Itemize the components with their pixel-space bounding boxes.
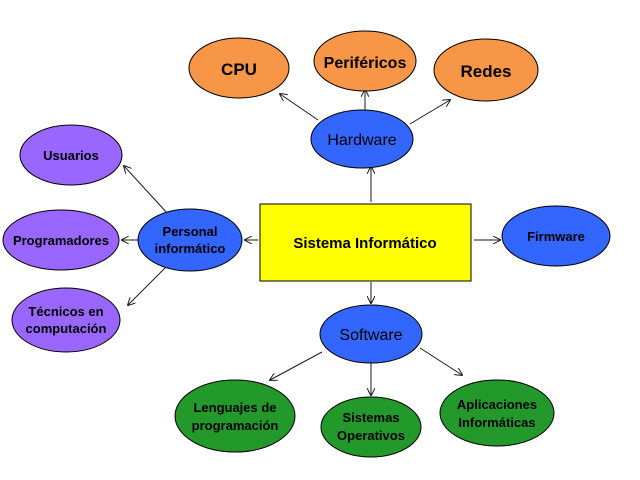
aplicaciones-label-line1: Aplicaciones bbox=[457, 397, 537, 412]
node-lenguajes: Lenguajes de programación bbox=[174, 379, 296, 453]
hardware-label: Hardware bbox=[327, 132, 396, 149]
perifericos-label: Periféricos bbox=[324, 55, 407, 72]
node-redes: Redes bbox=[433, 38, 539, 102]
cpu-ellipse bbox=[188, 37, 290, 99]
tecnicos-ellipse bbox=[11, 287, 121, 353]
sistemas-label-line1: Sistemas bbox=[342, 410, 399, 425]
usuarios-ellipse bbox=[19, 124, 123, 186]
firmware-ellipse bbox=[501, 205, 611, 267]
arrow-software-to-lenguajes bbox=[270, 351, 323, 380]
arrow-personal-to-usuarios bbox=[124, 166, 169, 215]
arrow-software-to-aplicaciones bbox=[419, 347, 462, 375]
lenguajes-label-line1: Lenguajes de bbox=[193, 400, 276, 415]
node-software: Software bbox=[319, 304, 423, 364]
sistemas-ellipse bbox=[320, 396, 422, 458]
aplicaciones-ellipse bbox=[439, 379, 555, 447]
usuarios-label: Usuarios bbox=[43, 148, 99, 163]
node-perifericos: Periféricos bbox=[313, 30, 417, 92]
redes-ellipse bbox=[433, 38, 539, 102]
node-usuarios: Usuarios bbox=[19, 124, 123, 186]
personal-ellipse bbox=[137, 208, 243, 272]
aplicaciones-label-line2: Informáticas bbox=[458, 415, 535, 430]
node-tecnicos: Técnicos en computación bbox=[11, 287, 121, 353]
tecnicos-label-line2: computación bbox=[26, 321, 107, 336]
software-label: Software bbox=[339, 327, 402, 344]
tecnicos-label-line1: Técnicos en bbox=[28, 304, 103, 319]
personal-label-line2: informático bbox=[155, 241, 226, 256]
center-box bbox=[259, 203, 472, 282]
redes-label: Redes bbox=[460, 62, 511, 81]
node-aplicaciones: Aplicaciones Informáticas bbox=[439, 379, 555, 447]
center-label: Sistema Informático bbox=[293, 235, 436, 252]
node-cpu: CPU bbox=[188, 37, 290, 99]
programadores-ellipse bbox=[2, 209, 120, 271]
sistemas-label-line2: Operativos bbox=[337, 428, 405, 443]
arrow-hardware-to-cpu bbox=[280, 94, 319, 121]
programadores-label: Programadores bbox=[13, 233, 109, 248]
cpu-label: CPU bbox=[221, 60, 257, 79]
software-ellipse bbox=[319, 304, 423, 364]
node-firmware: Firmware bbox=[501, 205, 611, 267]
perifericos-ellipse bbox=[313, 30, 417, 92]
connectors bbox=[122, 90, 500, 395]
hardware-ellipse bbox=[310, 109, 414, 169]
node-sistema-informatico: Sistema Informático bbox=[259, 203, 472, 282]
node-personal-informatico: Personal informático bbox=[137, 208, 243, 272]
node-hardware: Hardware bbox=[310, 109, 414, 169]
arrow-personal-to-tecnicos bbox=[128, 264, 169, 305]
firmware-label: Firmware bbox=[527, 229, 585, 244]
node-sistemas-operativos: Sistemas Operativos bbox=[320, 396, 422, 458]
arrow-hardware-to-redes bbox=[409, 100, 450, 125]
personal-label-line1: Personal bbox=[163, 224, 218, 239]
node-programadores: Programadores bbox=[2, 209, 120, 271]
lenguajes-ellipse bbox=[174, 379, 296, 453]
lenguajes-label-line2: programación bbox=[192, 418, 279, 433]
